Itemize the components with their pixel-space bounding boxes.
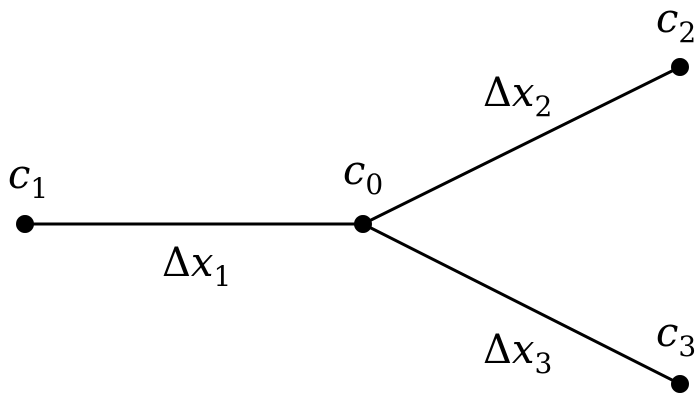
label-c3-symbol: c [656, 310, 678, 356]
label-c2: c2 [656, 0, 696, 49]
label-dx1-delta: Δ [162, 240, 191, 286]
label-c3: c3 [656, 310, 696, 363]
label-c3-index: 3 [678, 330, 696, 363]
edge-c0-c3 [362, 222, 681, 386]
label-dx2-symbol: x [512, 70, 535, 116]
label-c1-index: 1 [30, 172, 48, 205]
label-c2-symbol: c [656, 0, 678, 42]
label-dx3-index: 3 [534, 347, 552, 380]
label-c1: c1 [8, 152, 48, 205]
label-c1-symbol: c [8, 152, 30, 198]
label-c0-index: 0 [365, 168, 383, 201]
label-c2-index: 2 [678, 16, 696, 49]
node-c2 [671, 58, 689, 76]
label-dx1-symbol: x [191, 240, 214, 286]
label-dx2-delta: Δ [483, 70, 512, 116]
edge-c0-c2 [362, 65, 681, 226]
label-dx3-delta: Δ [483, 327, 512, 373]
label-dx3-symbol: x [512, 327, 535, 373]
label-dx2: Δx2 [483, 70, 552, 123]
label-c0-symbol: c [343, 148, 365, 194]
node-c1 [16, 215, 34, 233]
label-dx1: Δx1 [162, 240, 231, 293]
label-dx2-index: 2 [534, 90, 552, 123]
label-dx3: Δx3 [483, 327, 552, 380]
label-c0: c0 [343, 148, 383, 201]
label-dx1-index: 1 [213, 260, 231, 293]
node-c0 [354, 215, 372, 233]
node-c3 [671, 375, 689, 393]
